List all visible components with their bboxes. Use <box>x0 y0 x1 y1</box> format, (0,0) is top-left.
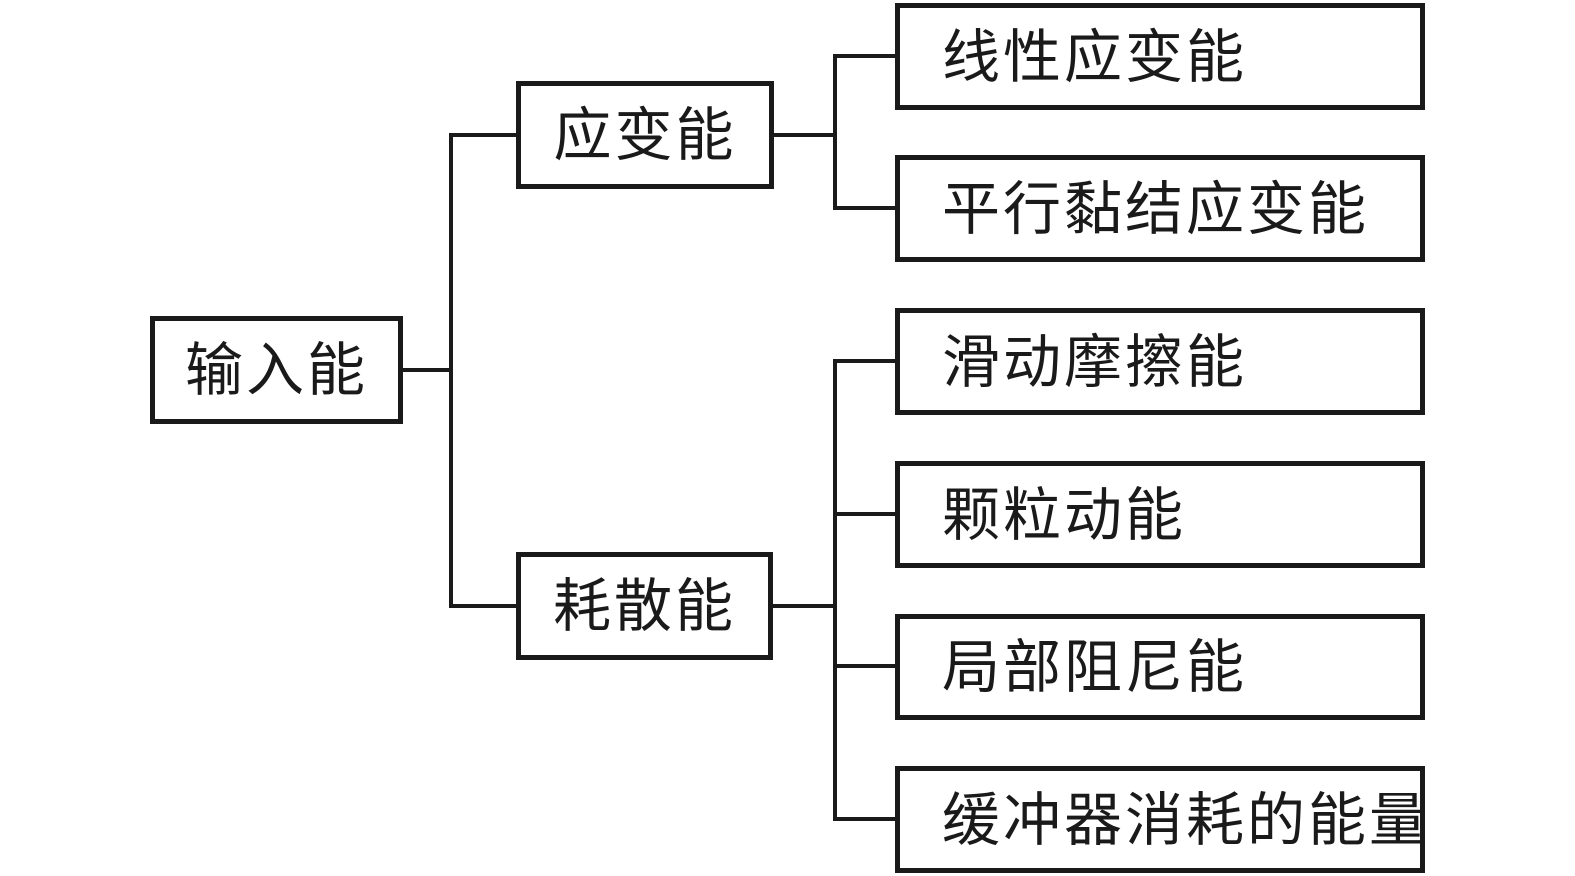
node-linear-strain-energy-label: 线性应变能 <box>942 22 1248 91</box>
node-input-energy-label: 输入能 <box>184 336 368 404</box>
node-strain-energy: 应变能 <box>516 81 774 189</box>
connector-spine3 <box>833 359 837 821</box>
node-dissipated-energy-label: 耗散能 <box>552 572 736 640</box>
node-sliding-friction-energy-label: 滑动摩擦能 <box>942 327 1248 396</box>
connector-spine2-to-linear-strain <box>833 54 897 58</box>
connector-spine3-to-dashpot <box>833 817 897 821</box>
node-particle-kinetic-energy-label: 颗粒动能 <box>942 480 1187 549</box>
connector-spine3-to-particle-kinetic <box>833 512 897 516</box>
node-dashpot-dissipated-energy-label: 缓冲器消耗的能量 <box>942 785 1431 854</box>
node-strain-energy-label: 应变能 <box>553 101 737 169</box>
connector-spine1 <box>449 133 453 608</box>
connector-spine2-to-parallel-bond <box>833 206 897 210</box>
node-input-energy: 输入能 <box>150 316 403 424</box>
connector-strain-to-spine2 <box>772 133 835 137</box>
node-dashpot-dissipated-energy: 缓冲器消耗的能量 <box>895 766 1427 873</box>
node-parallel-bond-strain-energy-label: 平行黏结应变能 <box>942 174 1370 243</box>
node-particle-kinetic-energy: 颗粒动能 <box>895 461 1425 568</box>
connector-spine3-to-local-damping <box>833 664 897 668</box>
node-parallel-bond-strain-energy: 平行黏结应变能 <box>895 155 1425 262</box>
node-linear-strain-energy: 线性应变能 <box>895 3 1425 110</box>
connector-spine3-to-sliding-friction <box>833 359 897 363</box>
node-local-damping-energy: 局部阻尼能 <box>895 614 1425 720</box>
node-dissipated-energy: 耗散能 <box>516 552 773 660</box>
connector-dissipated-to-spine3 <box>771 604 835 608</box>
connector-spine2 <box>833 54 837 210</box>
connector-spine1-to-dissipated <box>449 604 518 608</box>
connector-spine1-to-strain <box>449 133 518 137</box>
connector-root-to-spine1 <box>401 368 451 372</box>
node-sliding-friction-energy: 滑动摩擦能 <box>895 308 1425 415</box>
node-local-damping-energy-label: 局部阻尼能 <box>942 633 1248 701</box>
